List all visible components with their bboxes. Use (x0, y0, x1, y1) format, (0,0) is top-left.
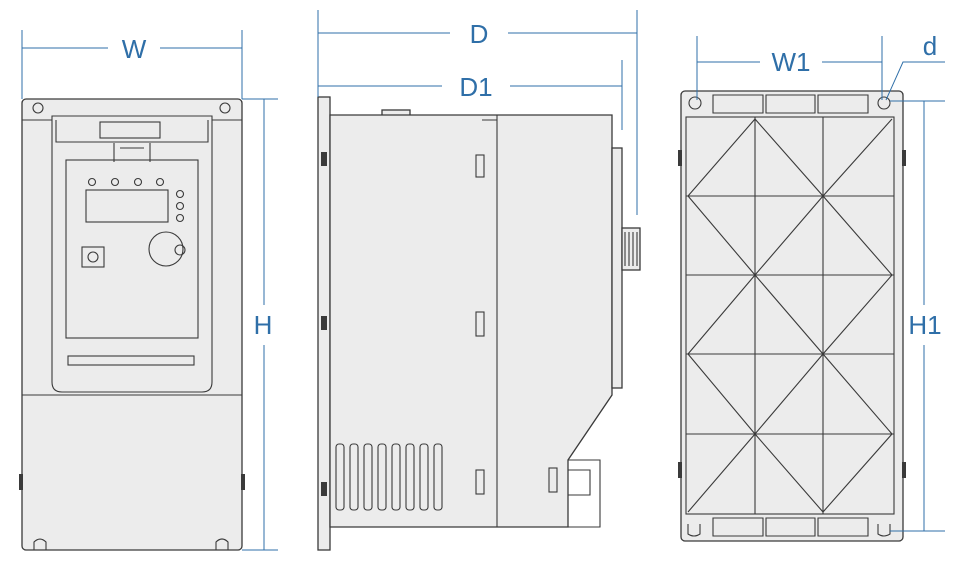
front-panel-edge (611, 147, 623, 389)
mount-hole-icon (219, 102, 231, 114)
top-window (99, 121, 161, 139)
bottom-notches (33, 538, 229, 550)
mount-hole-icon (877, 96, 891, 110)
bottom-slot (67, 355, 195, 366)
back-view: W1 d H1 (678, 31, 945, 542)
front-body (21, 98, 243, 551)
rib-pattern (686, 117, 894, 514)
vent-slots (335, 443, 443, 511)
depth1-label: D1 (459, 72, 492, 102)
side-slots (321, 152, 558, 496)
depth-label: D (470, 19, 489, 49)
back-body (680, 90, 904, 542)
height-label: H (254, 310, 273, 340)
left-clip (19, 474, 23, 490)
display-screen (85, 189, 169, 223)
keypad-frame (51, 115, 213, 393)
front-view: W H (19, 30, 278, 551)
logo-icon (81, 246, 105, 268)
knob-side-icon (621, 227, 641, 271)
mount-hole-icon (688, 96, 702, 110)
mount-width-label: W1 (772, 47, 811, 77)
knob-icon (148, 231, 184, 267)
side-view: D D1 (317, 10, 641, 551)
rib-grid (685, 116, 895, 515)
mount-hole-icon (32, 102, 44, 114)
mount-height-label: H1 (908, 310, 941, 340)
width-label: W (122, 34, 147, 64)
right-clip (241, 474, 245, 490)
keypad-panel (65, 159, 199, 339)
hole-diameter-label: d (923, 31, 937, 61)
keypad-buttons (87, 177, 185, 223)
